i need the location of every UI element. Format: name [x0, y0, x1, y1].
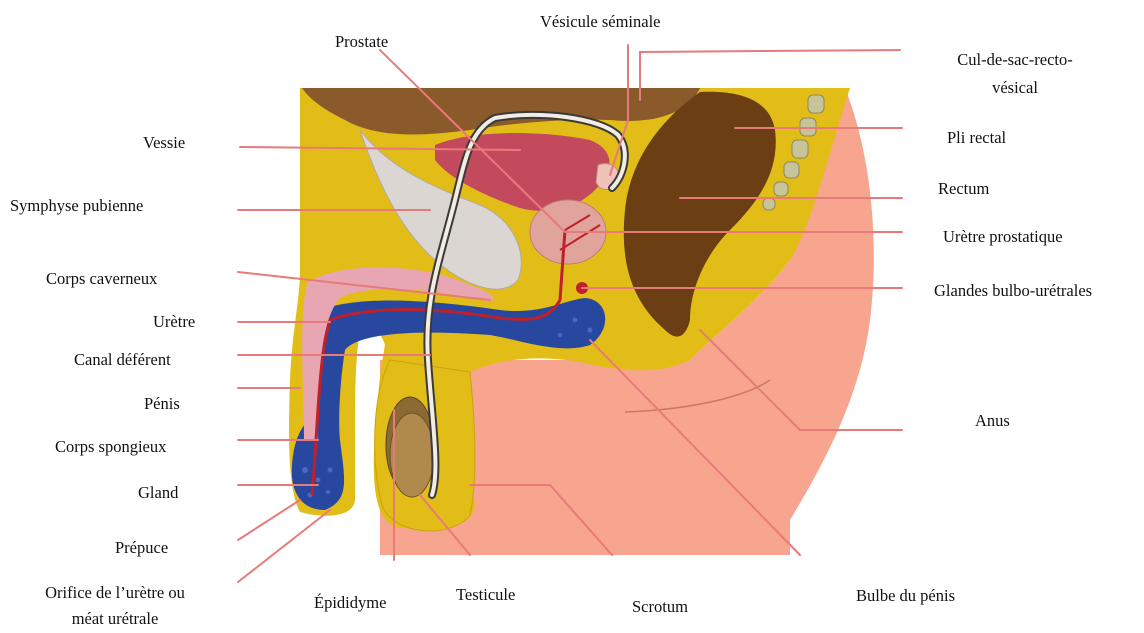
label-pli-rectal: Pli rectal	[947, 127, 1006, 148]
label-orifice-line2: méat urétrale	[10, 608, 220, 629]
leader-prepuce	[238, 500, 300, 540]
label-corps-spongieux: Corps spongieux	[55, 436, 166, 457]
label-bulbe-du-penis: Bulbe du pénis	[856, 585, 955, 606]
label-vessie: Vessie	[143, 132, 185, 153]
label-epididyme: Épididyme	[314, 592, 386, 613]
label-uretre: Urètre	[153, 311, 195, 332]
label-prostate: Prostate	[335, 31, 388, 52]
label-anus: Anus	[975, 410, 1010, 431]
label-cul-de-sac-line1: Cul-de-sac-recto-	[930, 49, 1100, 70]
leader-orifice	[238, 510, 330, 582]
label-vesicule-seminale: Vésicule séminale	[540, 11, 661, 32]
testis-shape	[390, 413, 434, 497]
label-symphyse-pubienne: Symphyse pubienne	[10, 195, 143, 216]
label-penis: Pénis	[144, 393, 180, 414]
label-gland: Gland	[138, 482, 178, 503]
label-corps-caverneux: Corps caverneux	[46, 268, 157, 289]
label-cul-de-sac-line2: vésical	[930, 77, 1100, 98]
label-glandes-bulbo-uretrales: Glandes bulbo-urétrales	[934, 280, 1092, 301]
label-uretre-prostatique: Urètre prostatique	[943, 226, 1063, 247]
label-canal-deferent: Canal déférent	[74, 349, 171, 370]
label-scrotum: Scrotum	[632, 596, 688, 617]
label-prepuce: Prépuce	[115, 537, 168, 558]
label-orifice-line1: Orifice de l’urètre ou	[10, 582, 220, 603]
label-rectum: Rectum	[938, 178, 989, 199]
label-testicule: Testicule	[456, 584, 515, 605]
